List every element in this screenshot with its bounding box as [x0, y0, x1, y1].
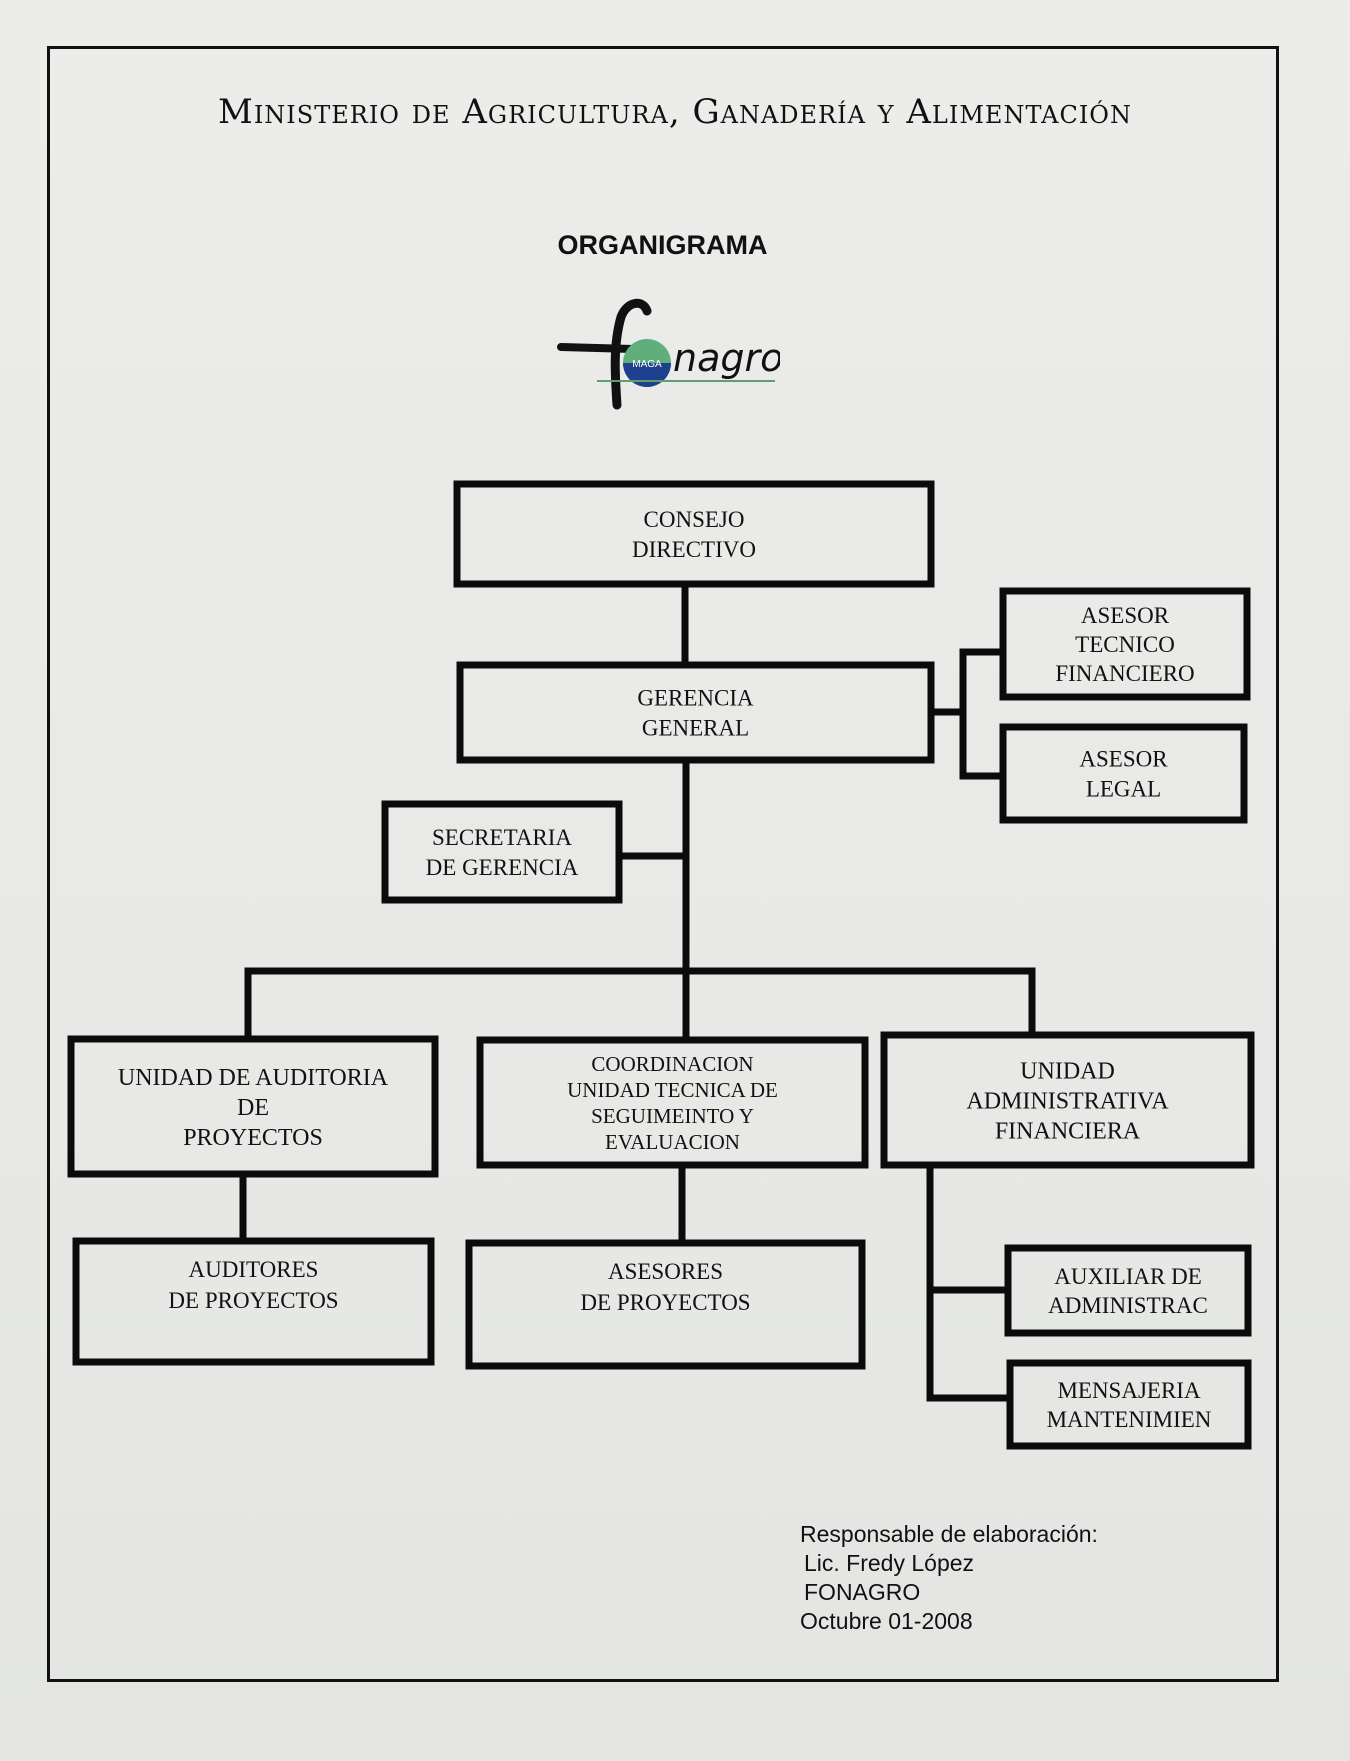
org-node-box	[465, 1239, 866, 1370]
page-border	[47, 46, 1279, 1682]
org-node-label: ADMINISTRAC	[1048, 1293, 1208, 1318]
org-nodes: CONSEJO DIRECTIVO GERENCIA GENERAL ASESOR TEC…	[67, 480, 1255, 1450]
org-node-label: EVALUACION	[605, 1130, 740, 1154]
ministry-heading: Ministerio de Agricultura, Ganadería y A…	[218, 92, 1132, 132]
footer-date: Octubre 01-2008	[800, 1608, 973, 1634]
org-node-box	[453, 480, 935, 588]
footer-credits: Responsable de elaboración: Lic. Fredy L…	[800, 1520, 1098, 1636]
org-node-box	[456, 661, 935, 764]
org-node-label: GERENCIA	[637, 686, 754, 711]
org-node-label: AUDITORES	[189, 1257, 319, 1282]
org-node-label: DE PROYECTOS	[580, 1290, 750, 1315]
footer-label: Responsable de elaboración:	[800, 1521, 1098, 1547]
org-node-box	[476, 1036, 869, 1169]
org-node-secretaria: SECRETARIA DE GERENCIA	[381, 800, 623, 904]
org-node-label: ASESOR	[1081, 603, 1170, 628]
org-node-box	[880, 1031, 1255, 1169]
fonagro-logo: MAGA nagro	[557, 298, 780, 410]
org-node-mensajeria: MENSAJERIA MANTENIMIEN	[1006, 1359, 1252, 1450]
org-node-box	[1004, 1244, 1252, 1337]
org-node-label: UNIDAD DE AUDITORIA	[118, 1065, 389, 1091]
footer-author: Lic. Fredy López	[804, 1550, 975, 1576]
org-node-box	[67, 1035, 439, 1178]
org-node-box	[381, 800, 623, 904]
org-node-box	[72, 1237, 435, 1366]
org-node-auxiliar: AUXILIAR DE ADMINISTRAC	[1004, 1244, 1252, 1337]
org-node-asesor-legal: ASESOR LEGAL	[999, 723, 1248, 824]
org-node-box	[999, 723, 1248, 824]
logo-f-crossbar	[557, 343, 637, 353]
org-connectors	[239, 580, 1036, 1402]
org-node-label: SECRETARIA	[432, 825, 572, 850]
org-node-label: ADMINISTRATIVA	[966, 1088, 1169, 1114]
org-node-label: SEGUIMEINTO Y	[591, 1104, 754, 1128]
org-node-label: AUXILIAR DE	[1054, 1264, 1202, 1289]
org-node-label: DE PROYECTOS	[168, 1288, 338, 1313]
org-node-gerencia: GERENCIA GENERAL	[456, 661, 935, 764]
org-node-label: COORDINACION	[591, 1052, 753, 1076]
org-node-label: GENERAL	[642, 716, 749, 741]
org-node-label: MANTENIMIEN	[1047, 1407, 1212, 1432]
org-node-label: DE GERENCIA	[426, 855, 579, 880]
org-node-box	[999, 587, 1251, 701]
org-node-box	[1006, 1359, 1252, 1450]
logo-wordmark: nagro	[673, 336, 780, 380]
org-node-label: ASESORES	[608, 1259, 723, 1284]
org-node-label: FINANCIERO	[1055, 661, 1194, 686]
org-node-asesor-tecnico: ASESOR TECNICO FINANCIERO	[999, 587, 1251, 701]
org-node-label: FINANCIERA	[995, 1118, 1141, 1144]
org-node-administrativa: UNIDAD ADMINISTRATIVA FINANCIERA	[880, 1031, 1255, 1169]
org-node-auditores: AUDITORES DE PROYECTOS	[72, 1237, 435, 1366]
org-node-label: TECNICO	[1075, 632, 1175, 657]
org-node-label: LEGAL	[1086, 777, 1161, 802]
page-title: ORGANIGRAMA	[557, 230, 768, 260]
connector-gerencia-asesor-tecnico	[927, 648, 1007, 780]
org-node-label: UNIDAD TECNICA DE	[567, 1078, 778, 1102]
logo-badge: MAGA	[632, 359, 662, 370]
org-node-label: ASESOR	[1079, 747, 1168, 772]
org-node-label: MENSAJERIA	[1057, 1378, 1201, 1403]
org-node-consejo: CONSEJO DIRECTIVO	[453, 480, 935, 588]
org-node-auditoria: UNIDAD DE AUDITORIA DE PROYECTOS	[67, 1035, 439, 1178]
org-node-label: CONSEJO	[644, 507, 745, 532]
footer-org: FONAGRO	[804, 1579, 921, 1605]
org-node-label: DE	[237, 1095, 269, 1121]
org-node-label: PROYECTOS	[183, 1125, 323, 1151]
org-node-label: DIRECTIVO	[632, 537, 756, 562]
org-node-label: UNIDAD	[1020, 1058, 1115, 1084]
org-node-asesores: ASESORES DE PROYECTOS	[465, 1239, 866, 1370]
